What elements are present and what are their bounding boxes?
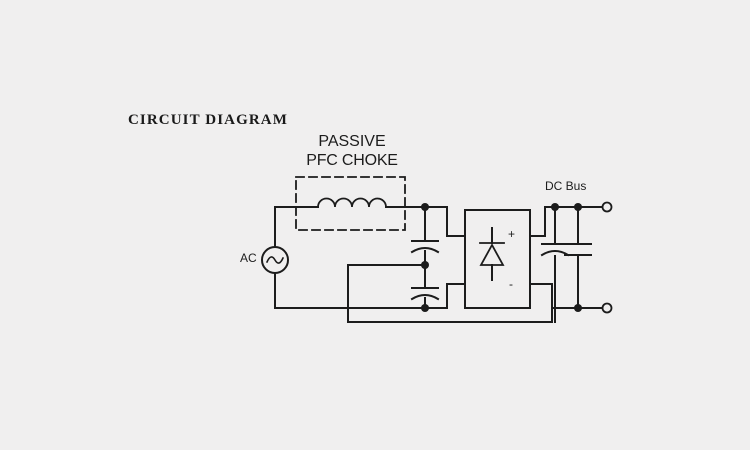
pfc-choke-label: PASSIVE PFC CHOKE bbox=[296, 132, 408, 170]
ac-source-circle bbox=[261, 246, 289, 274]
pfc-choke-label-line2: PFC CHOKE bbox=[306, 152, 398, 169]
cap-lower-plate-bottom bbox=[410, 294, 440, 301]
rectifier-negative-terminal-label: - bbox=[509, 277, 513, 291]
dc-bus-terminal-negative bbox=[601, 302, 613, 314]
dc-bus-label: DC Bus bbox=[545, 179, 587, 193]
rectifier-positive-terminal-label: + bbox=[508, 227, 516, 241]
junction-dot-cap-top bbox=[421, 203, 429, 211]
dc-bus-terminal-positive bbox=[601, 201, 613, 213]
cap-upper-plate-bottom bbox=[410, 247, 440, 254]
ac-source-label: AC bbox=[240, 251, 257, 265]
junction-dot-bus-right-top bbox=[574, 203, 582, 211]
rectifier-block-body bbox=[464, 209, 531, 309]
pfc-choke-label-line1: PASSIVE bbox=[318, 133, 386, 150]
ac-source-sine-icon bbox=[265, 256, 285, 264]
diode-triangle-icon bbox=[479, 243, 505, 266]
junction-dot-bus-right-bottom bbox=[574, 304, 582, 312]
junction-dot-bus-left-top bbox=[551, 203, 559, 211]
junction-dot-cap-bottom bbox=[421, 304, 429, 312]
pfc-choke-dashed-enclosure bbox=[295, 176, 406, 231]
page-title: CIRCUIT DIAGRAM bbox=[128, 112, 288, 128]
junction-dot-cap-midpoint bbox=[421, 261, 429, 269]
bus-cap-left-plate-bottom bbox=[540, 250, 570, 257]
inductor-coil-icon bbox=[317, 197, 387, 208]
